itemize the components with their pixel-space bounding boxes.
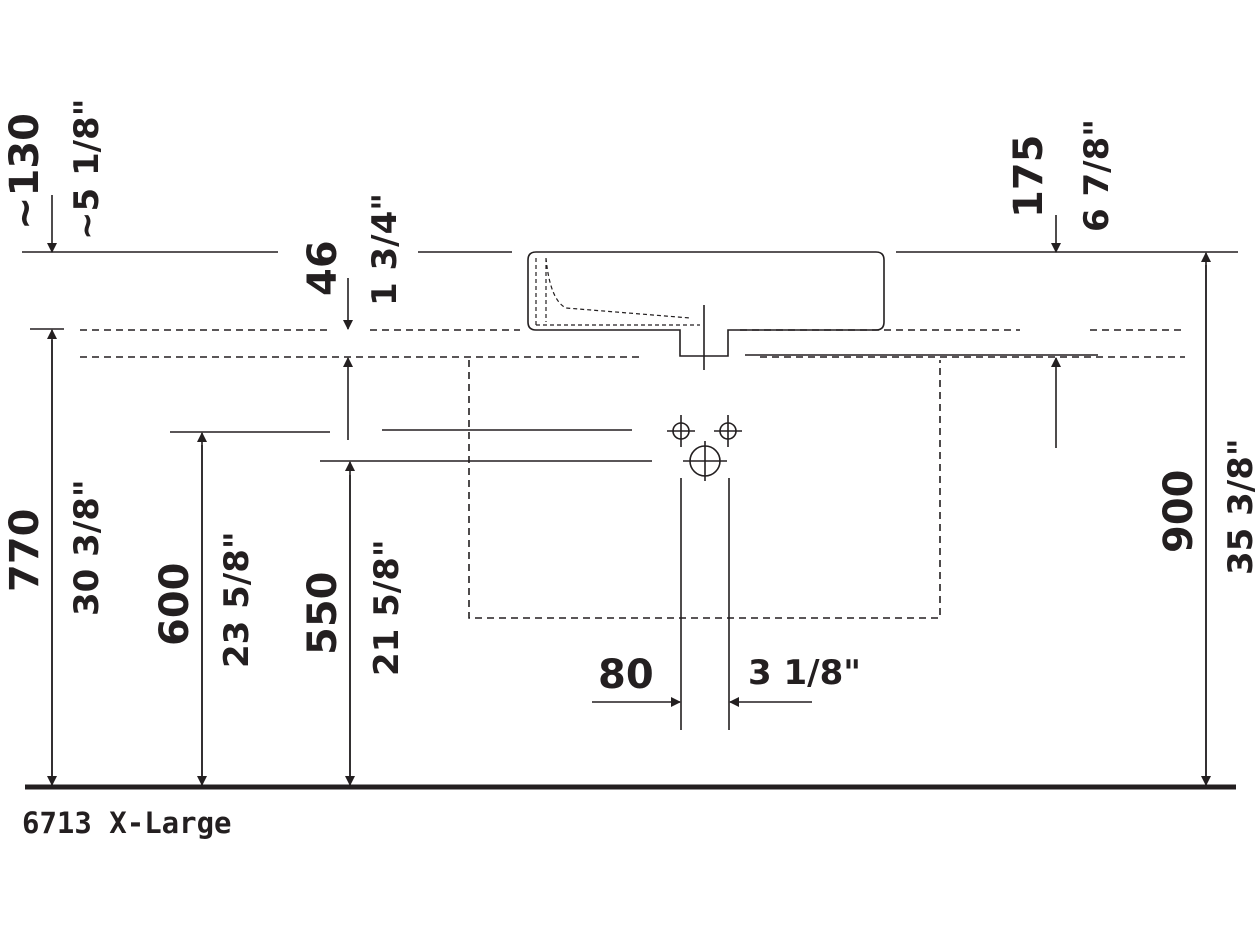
dimension-labels: ~130 ~5 1/8" 46 1 3/4" 175 6 7/8" 770 30… <box>2 99 1260 698</box>
dim-600-in: 23 5/8" <box>217 531 257 668</box>
dim-130-in: ~5 1/8" <box>67 99 107 240</box>
dim-80-mm: 80 <box>598 652 654 698</box>
countertop-lines <box>30 328 1185 358</box>
dim-175-mm: 175 <box>1006 135 1052 219</box>
dim-175-in: 6 7/8" <box>1077 119 1117 232</box>
dim-900-in: 35 3/8" <box>1221 438 1260 575</box>
extension-lines <box>170 429 652 462</box>
dim-550-in: 21 5/8" <box>367 539 407 676</box>
dim-600-mm: 600 <box>152 563 198 647</box>
cabinet-outline <box>468 360 941 619</box>
dim-46-mm: 46 <box>300 240 346 296</box>
dim-130-mm: ~130 <box>2 113 48 230</box>
dim-770-mm: 770 <box>2 509 48 593</box>
dim-900-mm: 900 <box>1156 470 1202 554</box>
dim-770-in: 30 3/8" <box>67 479 107 616</box>
dim-80-in: 3 1/8" <box>748 653 861 693</box>
dimension-arrows <box>47 195 1211 786</box>
dim-550-mm: 550 <box>300 572 346 656</box>
basin-outline <box>527 251 885 370</box>
model-caption: 6713 X-Large <box>22 806 232 840</box>
drain-symbols <box>667 415 742 730</box>
dim-46-in: 1 3/4" <box>365 193 405 306</box>
